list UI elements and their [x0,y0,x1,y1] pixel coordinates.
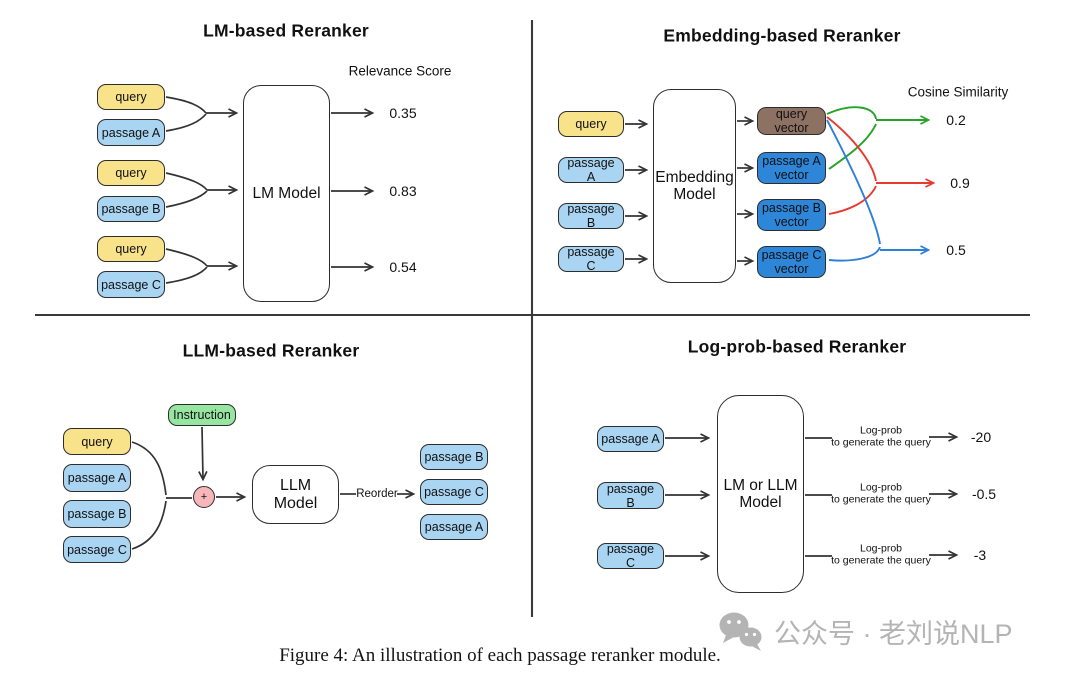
llm-query-box: query [63,428,131,455]
lm-model-box: LM Model [243,85,330,302]
instruction-box: Instruction [168,404,236,426]
passage-b-vector-box: passage B vector [757,199,826,231]
logprob-passage-a-box: passage A [597,426,664,452]
lm-connectors [165,96,375,284]
logprob-model-box: LM or LLM Model [717,395,804,593]
llm-model-box: LLM Model [252,465,339,524]
logprob-label-1: Log-prob to generate the query [831,425,931,450]
llm-passage-c-box: passage C [63,536,131,563]
embedding-passage-b-box: passage B [558,202,624,230]
logprob-value-1: -20 [970,429,992,445]
watermark-text: 公众号 · 老刘说NLP [774,618,1013,649]
logprob-label-1-line2: to generate the query [831,437,931,449]
passage-c-vector-box: passage C vector [757,246,826,278]
passage-a-vector-box: passage A vector [757,152,826,184]
green-similarity-curve [826,106,931,170]
embedding-connectors [625,116,755,266]
logprob-connectors [665,432,959,561]
logprob-label-3: Log-prob to generate the query [831,543,931,568]
red-similarity-curve [826,116,936,215]
embedding-passage-c-box: passage C [558,245,624,273]
similarity-curves [826,106,936,262]
blue-similarity-curve [826,119,931,262]
query-vector-box: query vector [757,107,826,135]
embedding-output-header: Cosine Similarity [907,84,1009,100]
lm-score-1: 0.35 [389,105,417,121]
figure-caption: Figure 4: An illustration of each passag… [279,645,721,666]
lm-query-box-3: query [97,236,165,262]
watermark: 公众号 · 老刘说NLP [716,610,1013,652]
lm-query-box-2: query [97,160,165,186]
concat-plus-node: + [193,486,215,508]
cosine-score-3: 0.5 [946,242,966,258]
llm-passage-b-box: passage B [63,500,131,528]
llm-panel-title: LLM-based Reranker [182,340,360,361]
logprob-label-1-line1: Log-prob [859,424,903,437]
lm-passage-c-box: passage C [97,271,165,298]
llm-connectors [131,426,416,550]
logprob-passage-c-box: passage C [597,542,664,570]
lm-passage-b-box: passage B [97,196,165,222]
llm-output-passage-c: passage C [420,479,488,505]
llm-passage-a-box: passage A [63,464,131,492]
logprob-value-3: -3 [973,547,987,563]
logprob-label-3-line2: to generate the query [831,555,931,567]
lm-score-3: 0.54 [389,259,417,275]
logprob-label-3-line1: Log-prob [859,542,903,555]
logprob-label-2-line1: Log-prob [859,481,903,494]
embedding-panel-title: Embedding-based Reranker [663,25,901,46]
lm-score-2: 0.83 [389,183,417,199]
llm-output-passage-a: passage A [420,514,488,540]
llm-output-passage-b: passage B [420,444,488,470]
embedding-query-box: query [558,111,624,137]
logprob-label-2: Log-prob to generate the query [831,482,931,507]
cosine-score-1: 0.2 [946,112,966,128]
lm-panel-title: LM-based Reranker [203,20,369,41]
reorder-label: Reorder [356,488,398,500]
quadrant-dividers [35,20,1030,617]
logprob-label-2-line2: to generate the query [831,494,931,506]
wechat-icon [719,612,762,651]
lm-query-box-1: query [97,84,165,110]
logprob-value-2: -0.5 [971,486,997,502]
logprob-passage-b-box: passage B [597,482,664,510]
cosine-score-2: 0.9 [950,175,970,191]
lm-passage-a-box: passage A [97,119,165,146]
logprob-panel-title: Log-prob-based Reranker [687,336,907,357]
lm-output-header: Relevance Score [348,63,452,79]
embedding-model-box: Embedding Model [653,89,736,283]
embedding-passage-a-box: passage A [558,156,624,184]
